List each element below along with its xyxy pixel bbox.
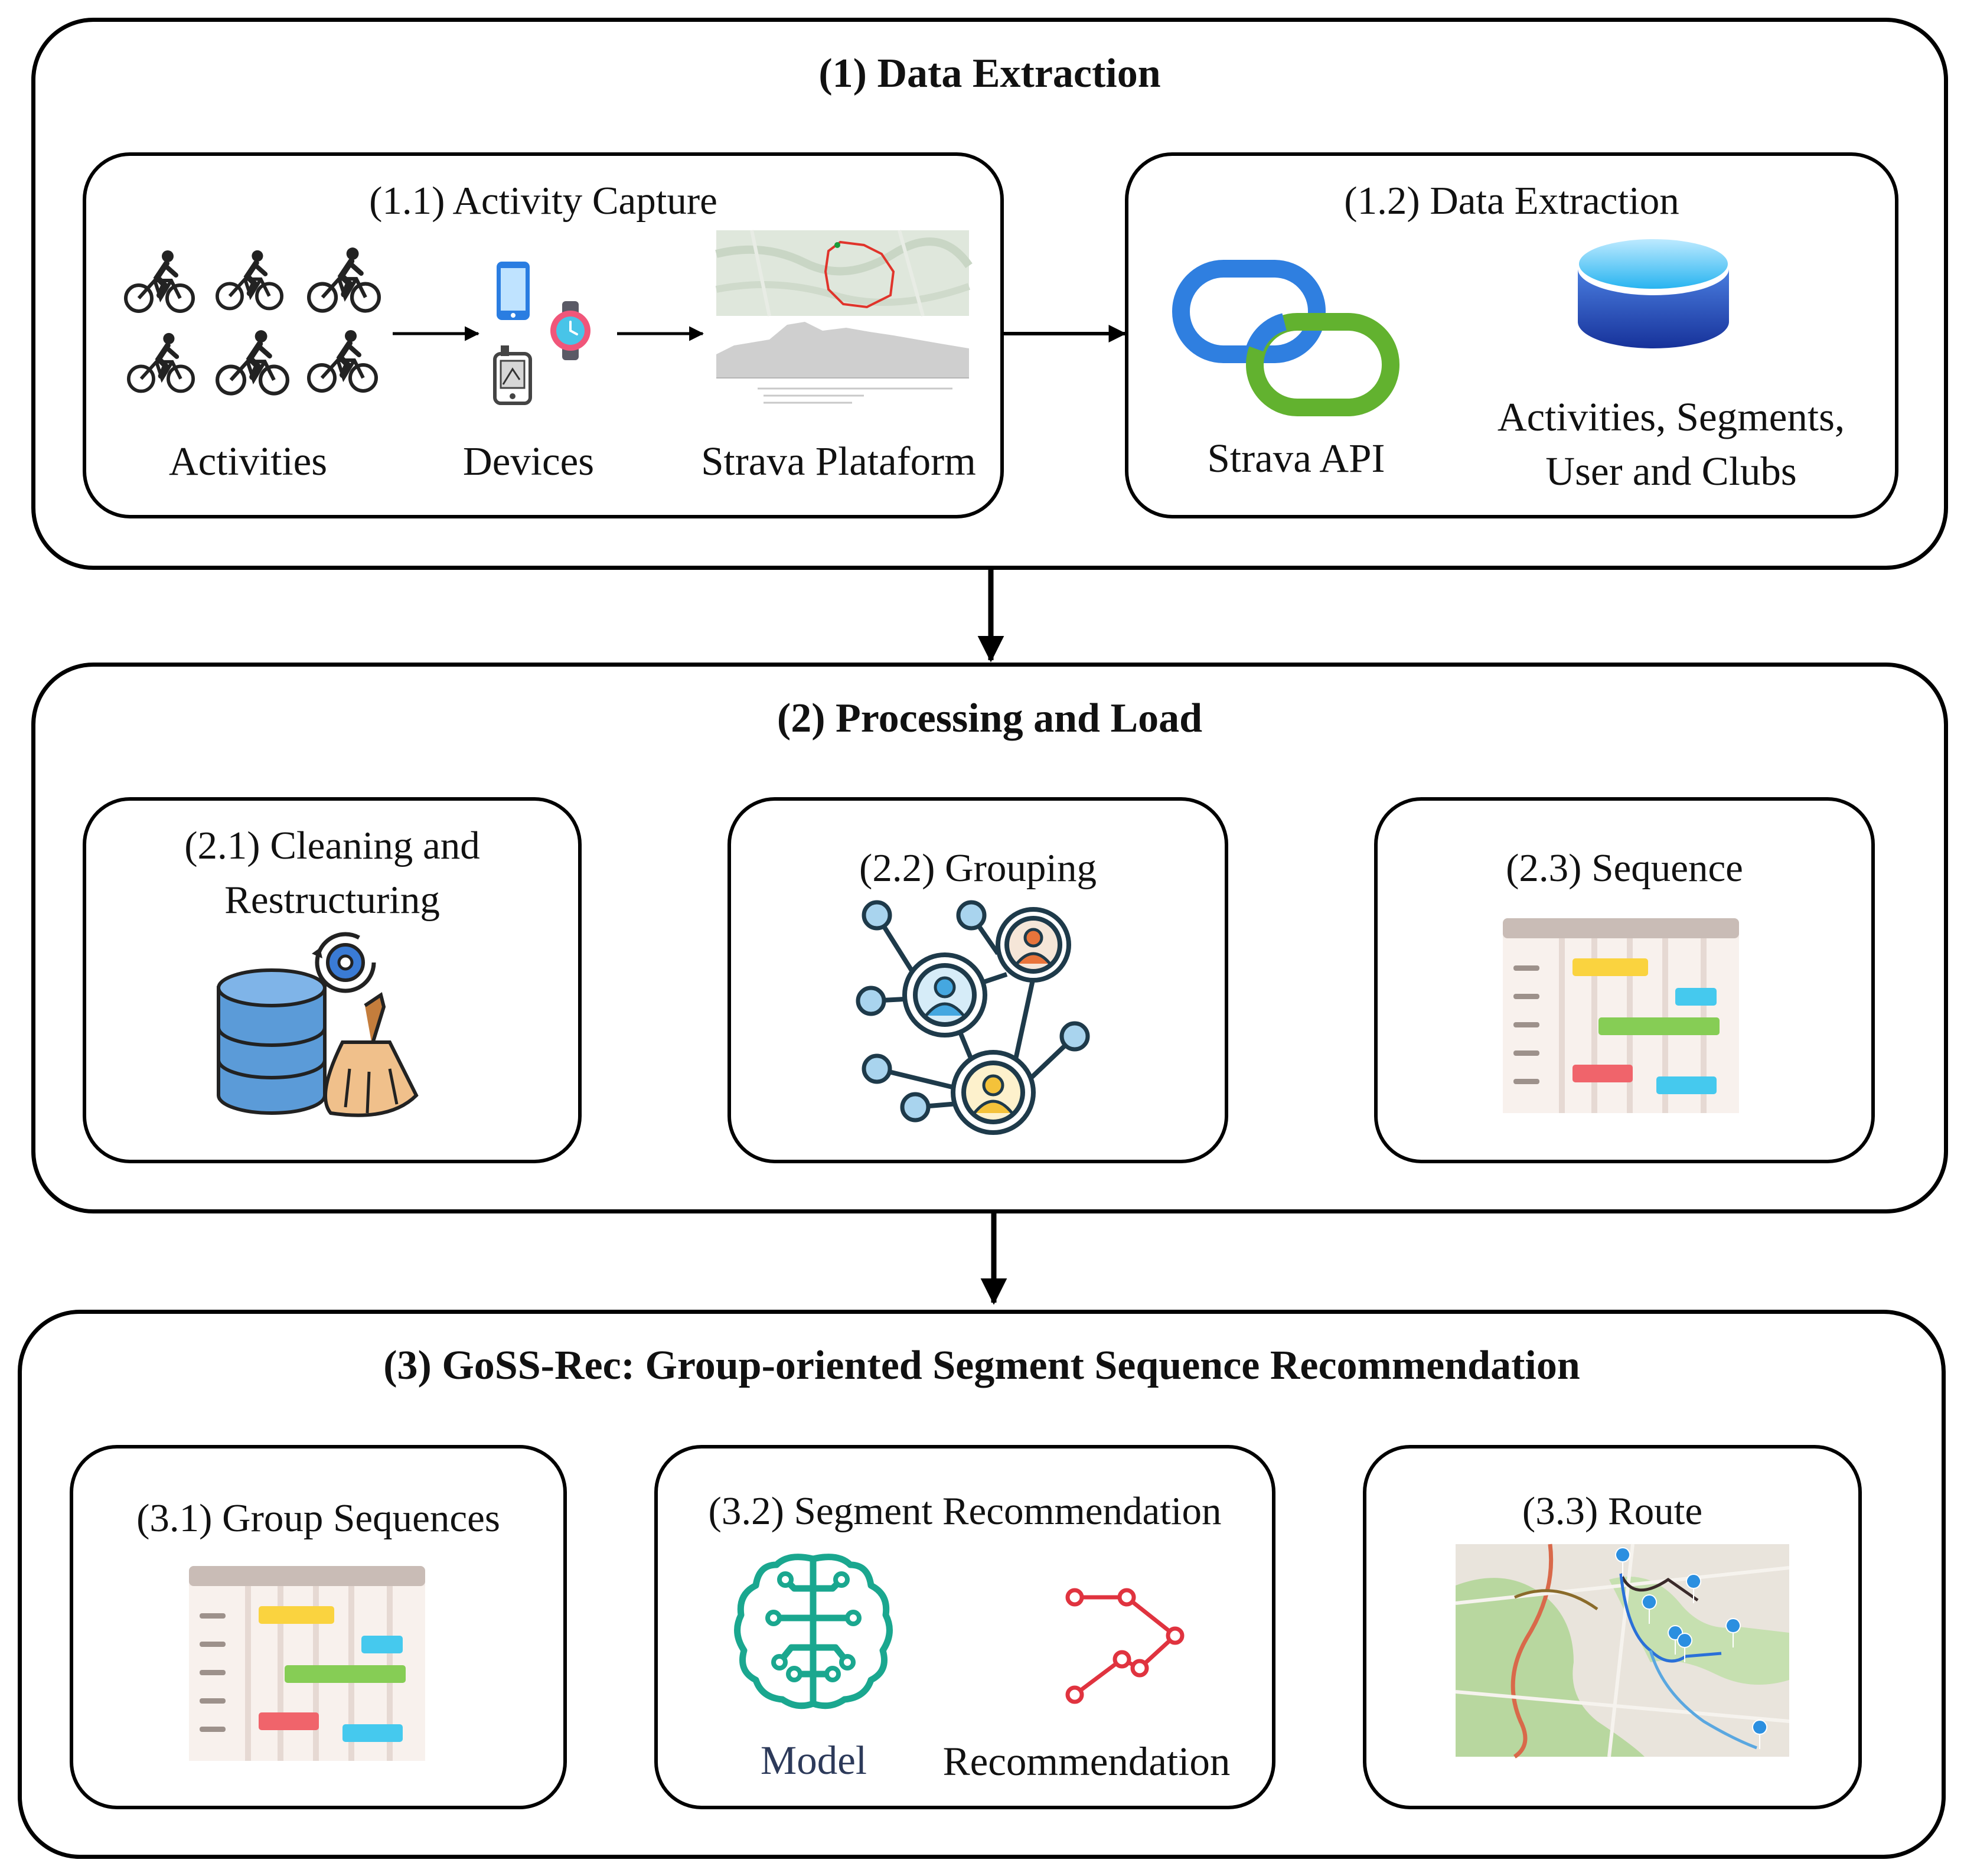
block-title-line2: Restructuring <box>224 878 440 922</box>
group-network-icon <box>856 900 1090 1135</box>
gantt-chart-icon <box>188 1566 426 1761</box>
chain-link-icon <box>1172 260 1399 416</box>
gantt-chart-icon <box>1503 918 1739 1113</box>
cyclist-icon <box>124 248 195 319</box>
route-map-icon <box>715 230 973 404</box>
data-label-line1: Activities, Segments, <box>1497 394 1845 439</box>
block-title: (3.1) Group Sequences <box>136 1496 500 1540</box>
stage-title: (1) Data Extraction <box>818 51 1161 96</box>
cyclist-icon <box>307 328 378 399</box>
stage-title: (2) Processing and Load <box>777 696 1203 741</box>
recommendation-path-icon <box>1065 1588 1185 1704</box>
block-title: (2.2) Grouping <box>859 846 1097 890</box>
block-title: (2.3) Sequence <box>1506 846 1743 890</box>
route-map-pins-icon <box>1455 1544 1790 1758</box>
smartphone-icon <box>497 262 530 320</box>
block-title-line1: (2.1) Cleaning and <box>184 824 480 867</box>
platform-label: Strava Plataform <box>701 439 976 484</box>
cyclist-icon <box>127 331 195 399</box>
block-title: (1.2) Data Extraction <box>1344 179 1679 223</box>
recommendation-label: Recommendation <box>942 1739 1231 1784</box>
block-title: (3.3) Route <box>1522 1489 1703 1533</box>
activities-label: Activities <box>168 439 328 484</box>
database-cleaning-icon <box>217 932 419 1117</box>
cyclist-icon <box>216 328 289 402</box>
brain-model-icon <box>734 1554 893 1709</box>
devices-label: Devices <box>462 439 595 484</box>
block-segment-recommendation: (3.2) Segment Recommendation <box>654 1445 1275 1809</box>
model-label: Model <box>760 1738 867 1783</box>
smartwatch-icon <box>550 301 590 360</box>
database-icon <box>1578 239 1729 348</box>
data-label-line2: User and Clubs <box>1545 449 1797 494</box>
cyclist-icon <box>307 245 381 319</box>
cyclist-icon <box>216 248 283 316</box>
stage-title: (3) GoSS-Rec: Group-oriented Segment Seq… <box>383 1343 1580 1388</box>
block-title: (1.1) Activity Capture <box>369 179 717 223</box>
block-title: (3.2) Segment Recommendation <box>708 1489 1222 1533</box>
api-label: Strava API <box>1207 436 1385 481</box>
gps-device-icon <box>493 345 532 405</box>
